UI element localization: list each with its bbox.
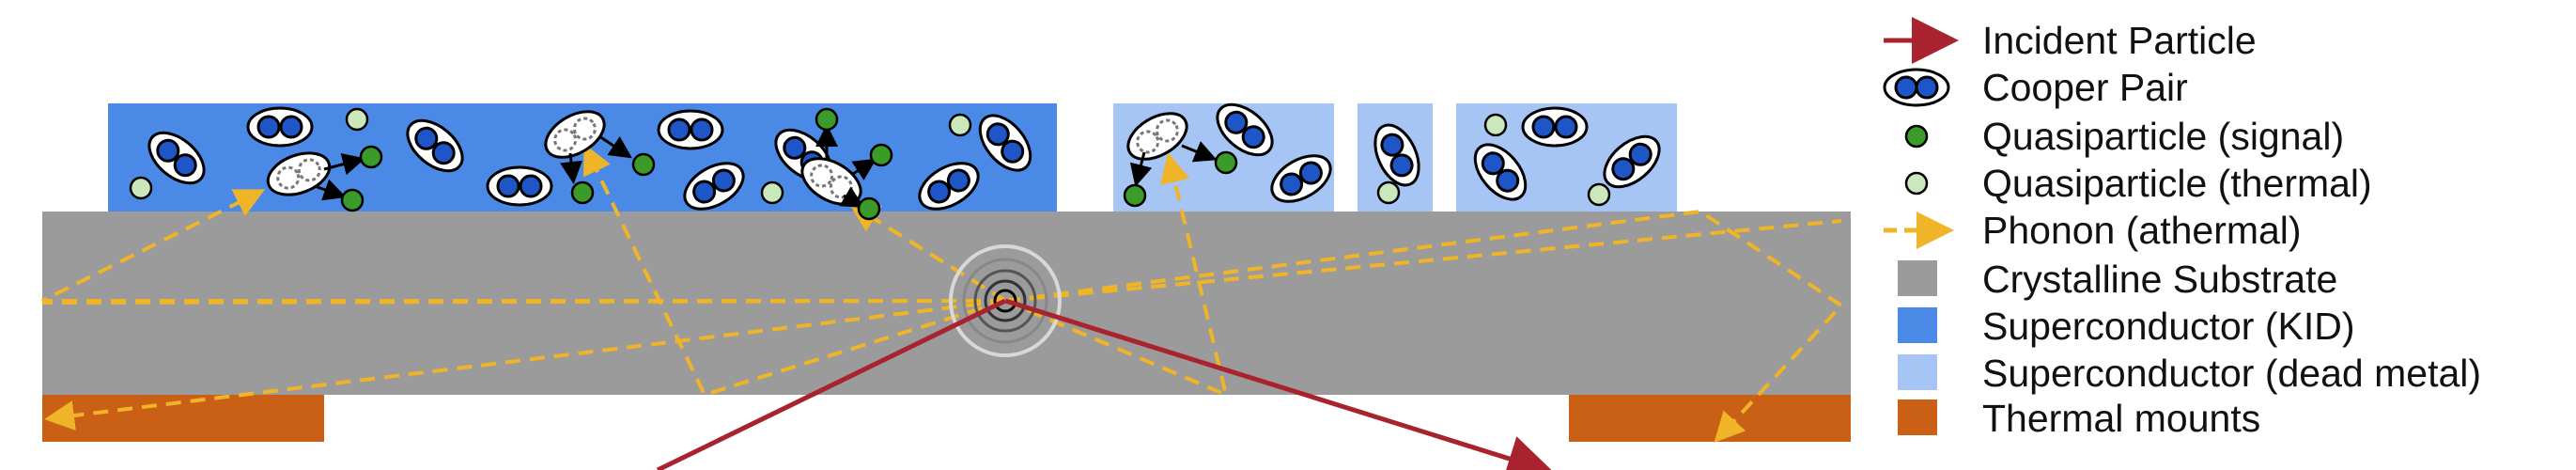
light-dot-icon — [1904, 171, 1929, 196]
dark-dot-icon — [1904, 124, 1929, 149]
thermal-mount-left — [42, 395, 324, 442]
square-icon — [1898, 354, 1937, 390]
legend-item-dead-metal: Superconductor (dead metal) — [1898, 352, 2481, 395]
legend-item-qp-thermal: Quasiparticle (thermal) — [1904, 162, 2372, 205]
impact-rings — [949, 244, 1062, 357]
legend-item-substrate: Crystalline Substrate — [1898, 258, 2337, 301]
thermal-quasiparticles — [129, 107, 1611, 207]
legend-label: Quasiparticle (signal) — [1982, 115, 2344, 158]
legend-label: Crystalline Substrate — [1982, 258, 2337, 301]
legend-label: Thermal mounts — [1982, 397, 2260, 440]
legend-label: Superconductor (dead metal) — [1982, 352, 2481, 395]
legend-item-kid: Superconductor (KID) — [1898, 305, 2355, 348]
legend-item-qp-signal: Quasiparticle (signal) — [1904, 115, 2344, 158]
signal-quasiparticles — [340, 107, 1238, 221]
thermal-mount-right — [1569, 395, 1851, 442]
legend-label: Phonon (athermal) — [1982, 209, 2302, 252]
legend: Incident Particle Cooper Pair Quasiparti… — [1883, 17, 2481, 440]
legend-label: Incident Particle — [1982, 19, 2257, 62]
legend-label: Superconductor (KID) — [1982, 305, 2355, 348]
quasiparticle-arrows — [314, 124, 1218, 209]
square-icon — [1898, 400, 1937, 435]
legend-label: Cooper Pair — [1982, 66, 2188, 109]
square-icon — [1898, 307, 1937, 343]
legend-item-cooper: Cooper Pair — [1883, 66, 2188, 109]
legend-item-mounts: Thermal mounts — [1898, 397, 2260, 440]
legend-item-phonon: Phonon (athermal) — [1884, 209, 2302, 252]
cooper-pair-icon — [1883, 68, 1950, 107]
legend-label: Quasiparticle (thermal) — [1982, 162, 2372, 205]
legend-item-incident: Incident Particle — [1884, 17, 2257, 64]
incident-particle-track — [656, 298, 1555, 470]
square-icon — [1898, 260, 1937, 296]
